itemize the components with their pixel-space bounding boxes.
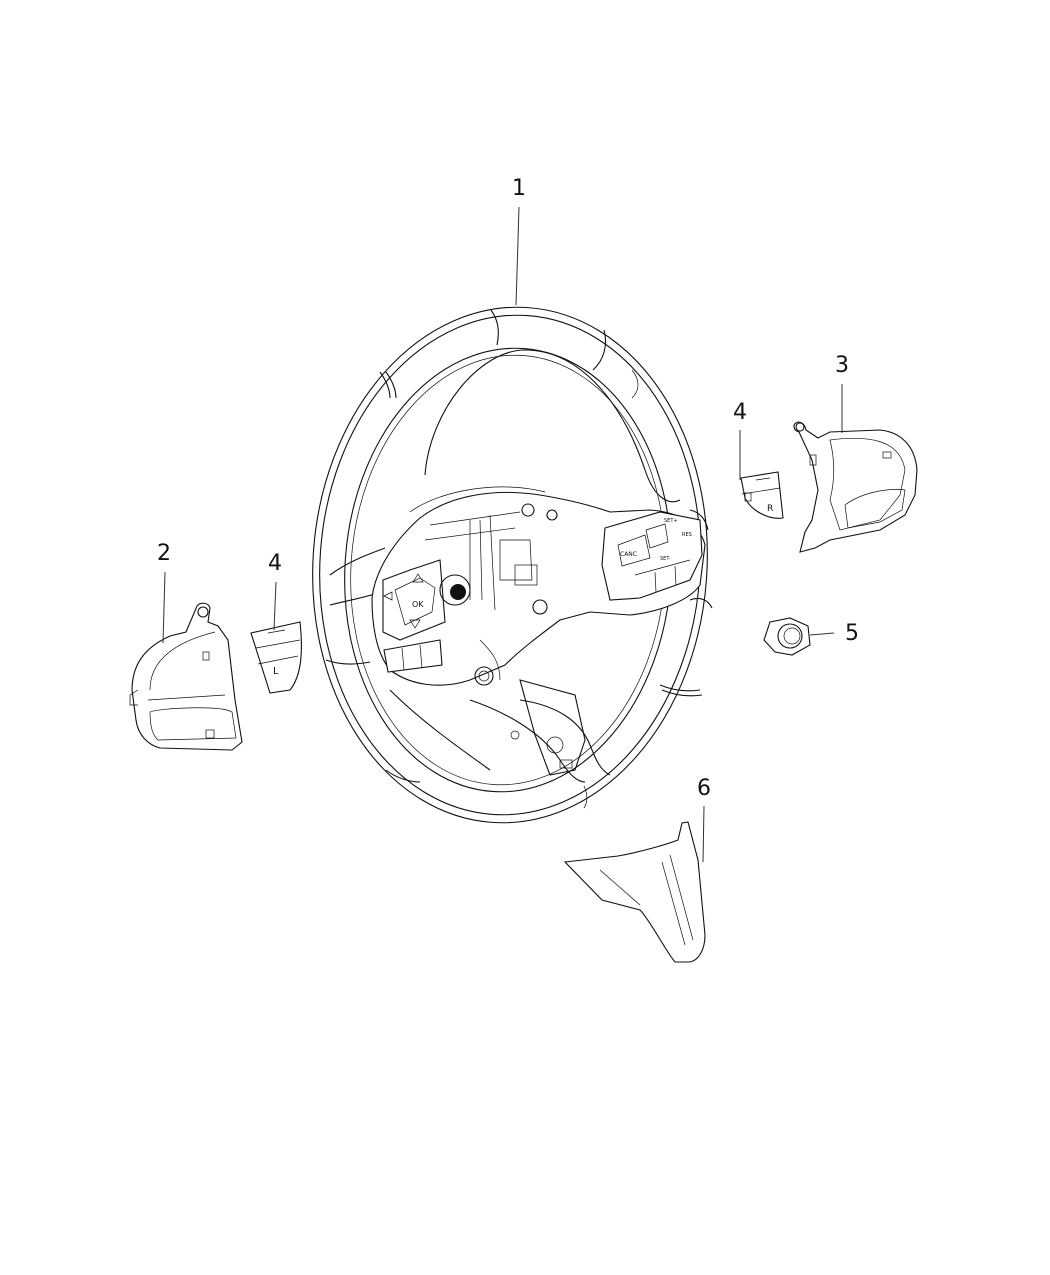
trim-cover-left: L (250, 621, 302, 694)
hex-nut (763, 617, 811, 656)
callout-1: 1 (512, 176, 526, 201)
lower-trim-cover (563, 821, 706, 963)
callout-6: 6 (697, 776, 711, 801)
callout-4-right: 4 (733, 400, 747, 425)
callout-2: 2 (157, 541, 171, 566)
leader-2 (162, 571, 166, 644)
trim-cover-right: R (740, 471, 784, 519)
right-switch-res-label: RES (682, 532, 692, 538)
steering-wheel: OK CANC SET+ SET- RES (312, 306, 713, 824)
right-cover-marking: R (767, 504, 773, 514)
callout-3: 3 (835, 353, 849, 378)
leader-5 (809, 632, 835, 636)
callout-5: 5 (845, 621, 859, 646)
right-switch-setplus-label: SET+ (664, 518, 678, 524)
right-switch-canc-label: CANC (620, 551, 637, 558)
leader-1 (515, 206, 520, 306)
right-switch-bezel (793, 421, 918, 553)
left-switch-ok-label: OK (412, 600, 424, 609)
callout-4-left: 4 (268, 551, 282, 576)
leader-6 (702, 805, 705, 863)
leader-4b (273, 581, 277, 631)
left-switch-bezel (129, 602, 243, 751)
left-cover-marking: L (273, 666, 279, 677)
right-switch-setminus-label: SET- (660, 556, 671, 562)
